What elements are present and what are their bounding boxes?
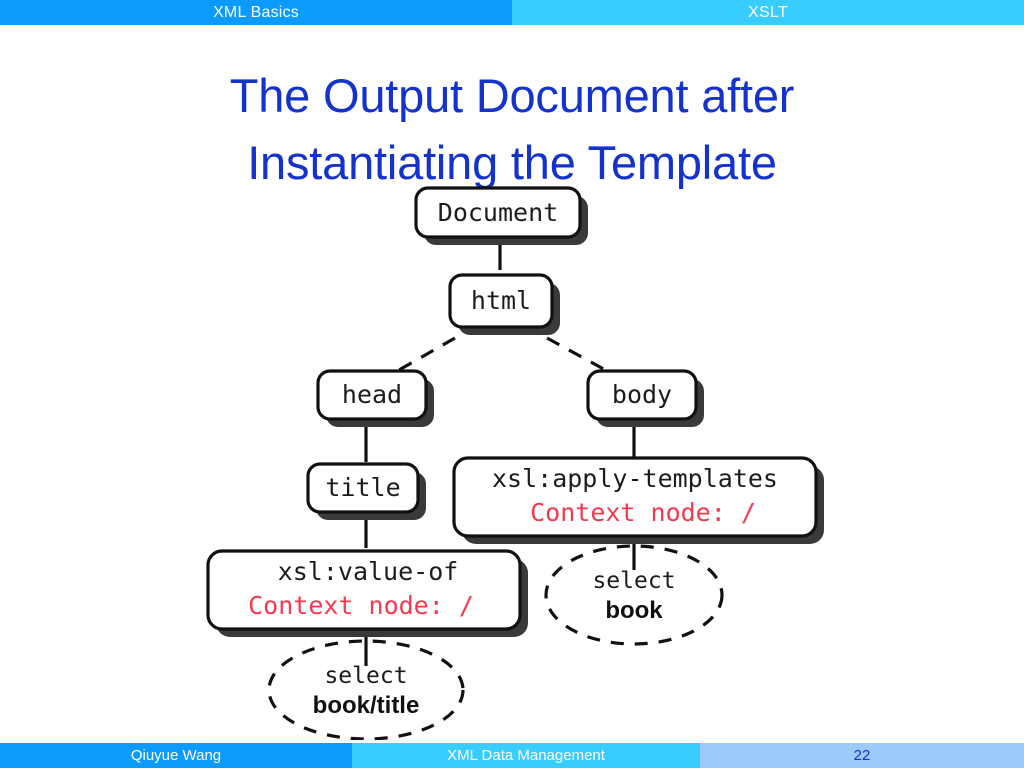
node-label: head <box>342 380 402 409</box>
tree-node-html[interactable]: html <box>448 273 560 335</box>
header-label-left: XML Basics <box>213 3 299 21</box>
ellipse-label-select: select <box>324 663 407 689</box>
ellipse-label-select: select <box>592 568 675 594</box>
node-label: body <box>612 380 672 409</box>
ellipse-label-expression: book/title <box>313 692 420 719</box>
node-context-node-label: Context node: / <box>248 591 474 620</box>
dashed-ellipse <box>544 544 724 646</box>
slide-header-bar: XML Basics XSLT <box>0 0 1024 25</box>
node-body <box>206 549 522 631</box>
footer-page-number: 22 <box>700 743 1024 768</box>
header-section-xml-basics: XML Basics <box>0 0 512 25</box>
node-label: Document <box>438 198 558 227</box>
node-label: html <box>471 286 531 315</box>
node-body <box>452 456 818 538</box>
ellipse-label-expression: book <box>605 597 663 624</box>
tree-node-title[interactable]: title <box>306 462 426 520</box>
footer-page-number-label: 22 <box>853 747 871 764</box>
node-body <box>586 369 698 421</box>
tree-node-apply-templates[interactable]: xsl:apply-templates Context node: / <box>452 456 824 544</box>
node-label: xsl:value-of <box>278 557 459 586</box>
edge-html-head <box>384 336 456 380</box>
node-label: xsl:apply-templates <box>492 464 778 493</box>
slide-title-line-1: The Output Document after <box>229 69 795 123</box>
tree-node-body[interactable]: body <box>586 369 704 427</box>
header-section-xslt: XSLT <box>512 0 1024 25</box>
footer-author-label: Qiuyue Wang <box>130 747 222 764</box>
dashed-ellipse <box>267 639 465 740</box>
tree-node-document[interactable]: Document <box>414 186 588 245</box>
node-context-node-label: Context node: / <box>530 498 756 527</box>
slide-footer-bar: Qiuyue Wang XML Data Management 22 <box>0 743 1024 768</box>
tree-node-head[interactable]: head <box>316 369 434 427</box>
node-body <box>306 462 420 514</box>
footer-course-label: XML Data Management <box>447 747 605 764</box>
edge-html-body <box>546 336 621 380</box>
footer-course: XML Data Management <box>352 743 700 768</box>
slide-title-line-2: Instantiating the Template <box>247 136 777 190</box>
tree-node-select-book[interactable]: select book <box>544 544 724 646</box>
footer-author: Qiuyue Wang <box>0 743 352 768</box>
tree-node-select-book-title[interactable]: select book/title <box>267 639 465 740</box>
node-body <box>414 186 582 239</box>
tree-node-value-of[interactable]: xsl:value-of Context node: / <box>206 549 528 637</box>
node-body <box>316 369 428 421</box>
output-document-tree-diagram: .box-body { fill:#ffffff; stroke:#111111… <box>0 170 1024 740</box>
slide-title: The Output Document after Instantiating … <box>0 63 1024 196</box>
header-label-right: XSLT <box>748 3 788 21</box>
node-body <box>448 273 554 329</box>
node-label: title <box>325 473 400 502</box>
